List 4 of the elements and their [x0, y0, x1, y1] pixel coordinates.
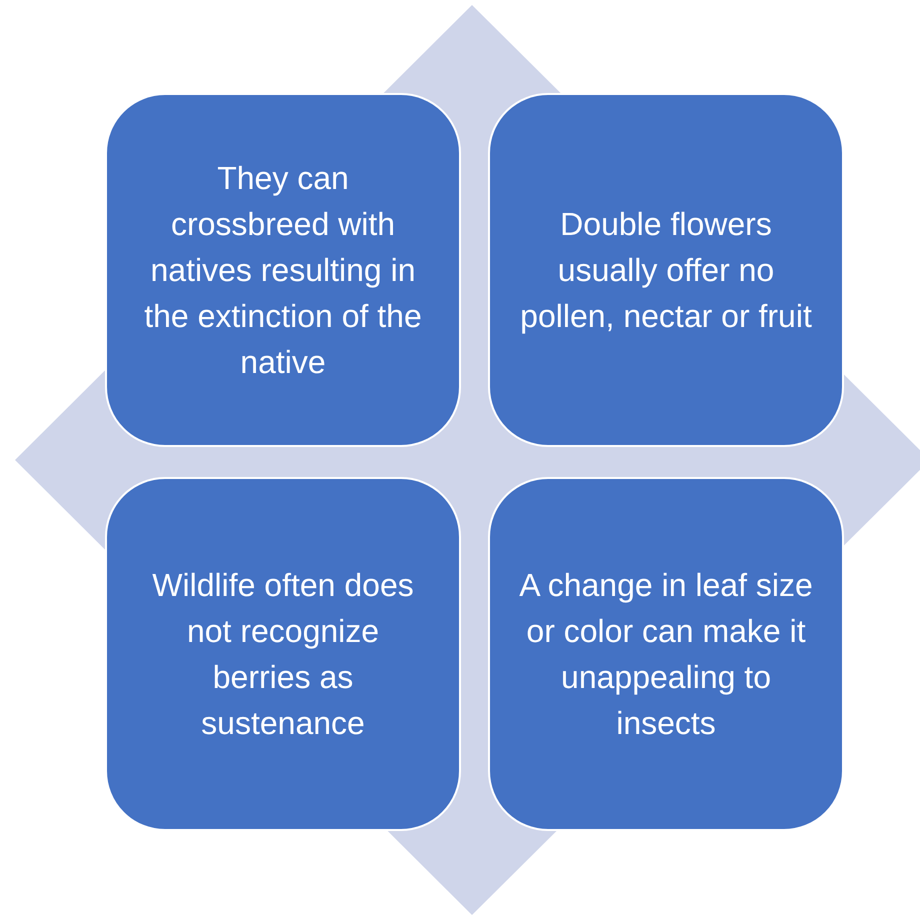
box-text: A change in leaf size or color can make it unappealing to insects [518, 566, 814, 743]
box-text: Wildlife often does not recognize berries as sustenance [151, 566, 415, 743]
box-text: Double flowers usually offer no pollen, nectar or fruit [519, 205, 813, 336]
box-text: They can crossbreed with natives resulting in the extinction of the native [143, 159, 423, 382]
